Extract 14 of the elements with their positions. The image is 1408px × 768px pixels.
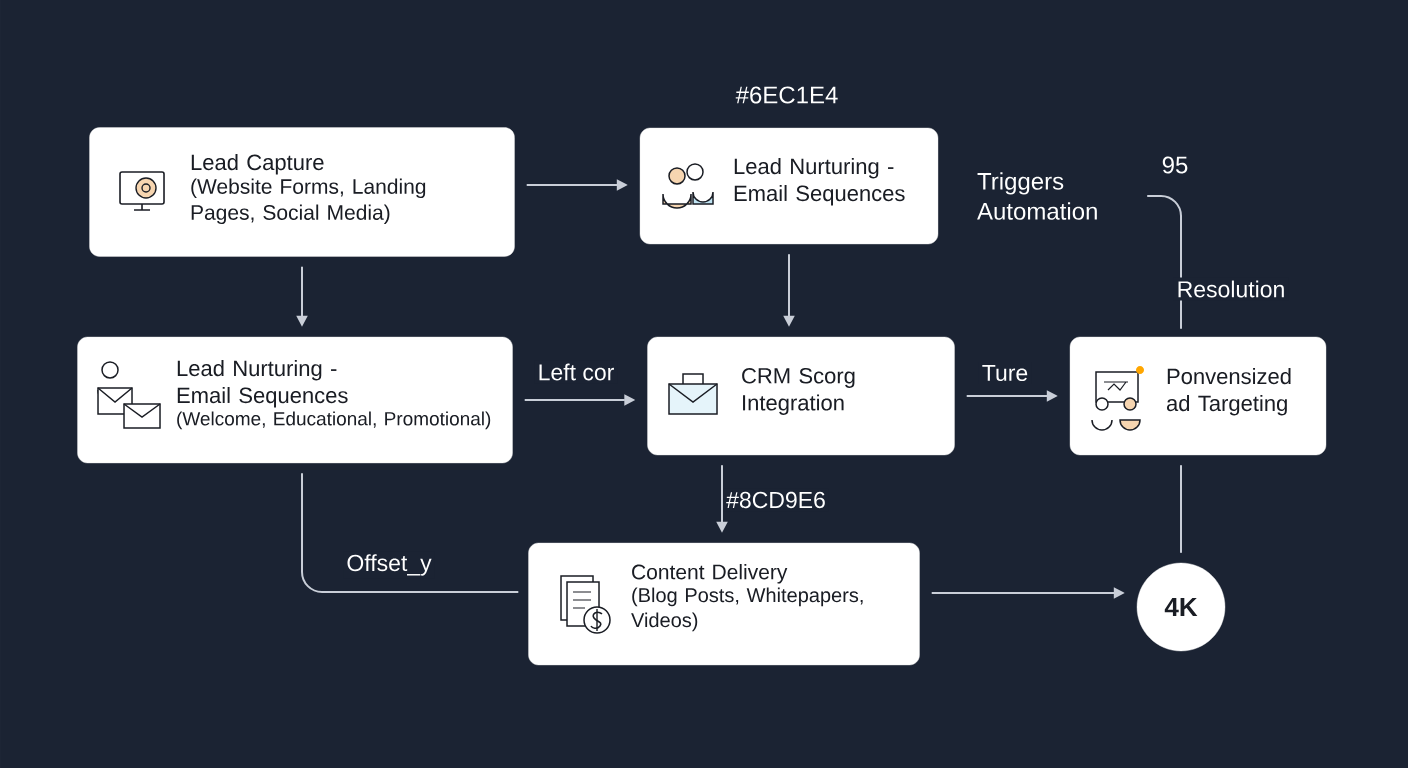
box-heading: Content Delivery (632, 564, 788, 584)
box-label: Lead Nurturing - Email Sequences (734, 158, 905, 206)
edge-label: Offset_y (343, 551, 435, 579)
box-heading: Lead Nurturing - Email Sequences (177, 360, 348, 408)
box-heading: Lead Capture (191, 154, 324, 175)
box-description: (Website Forms, Landing Pages, Social Media) (191, 178, 426, 225)
note-label: #6EC1E4 (735, 86, 838, 104)
box-label: Ponvensized ad Targeting (1166, 368, 1291, 416)
edge-label: #8CD9E6 (723, 488, 829, 512)
flow-text: Triggers Automation (977, 172, 1097, 220)
note-label: 95 (1162, 156, 1188, 174)
box-label: CRM Scorg Integration (742, 368, 855, 415)
box-description: (Welcome, Educational, Promotional) (177, 411, 491, 430)
box-description: (Blog Posts, Whitepapers, Videos) (631, 587, 863, 632)
